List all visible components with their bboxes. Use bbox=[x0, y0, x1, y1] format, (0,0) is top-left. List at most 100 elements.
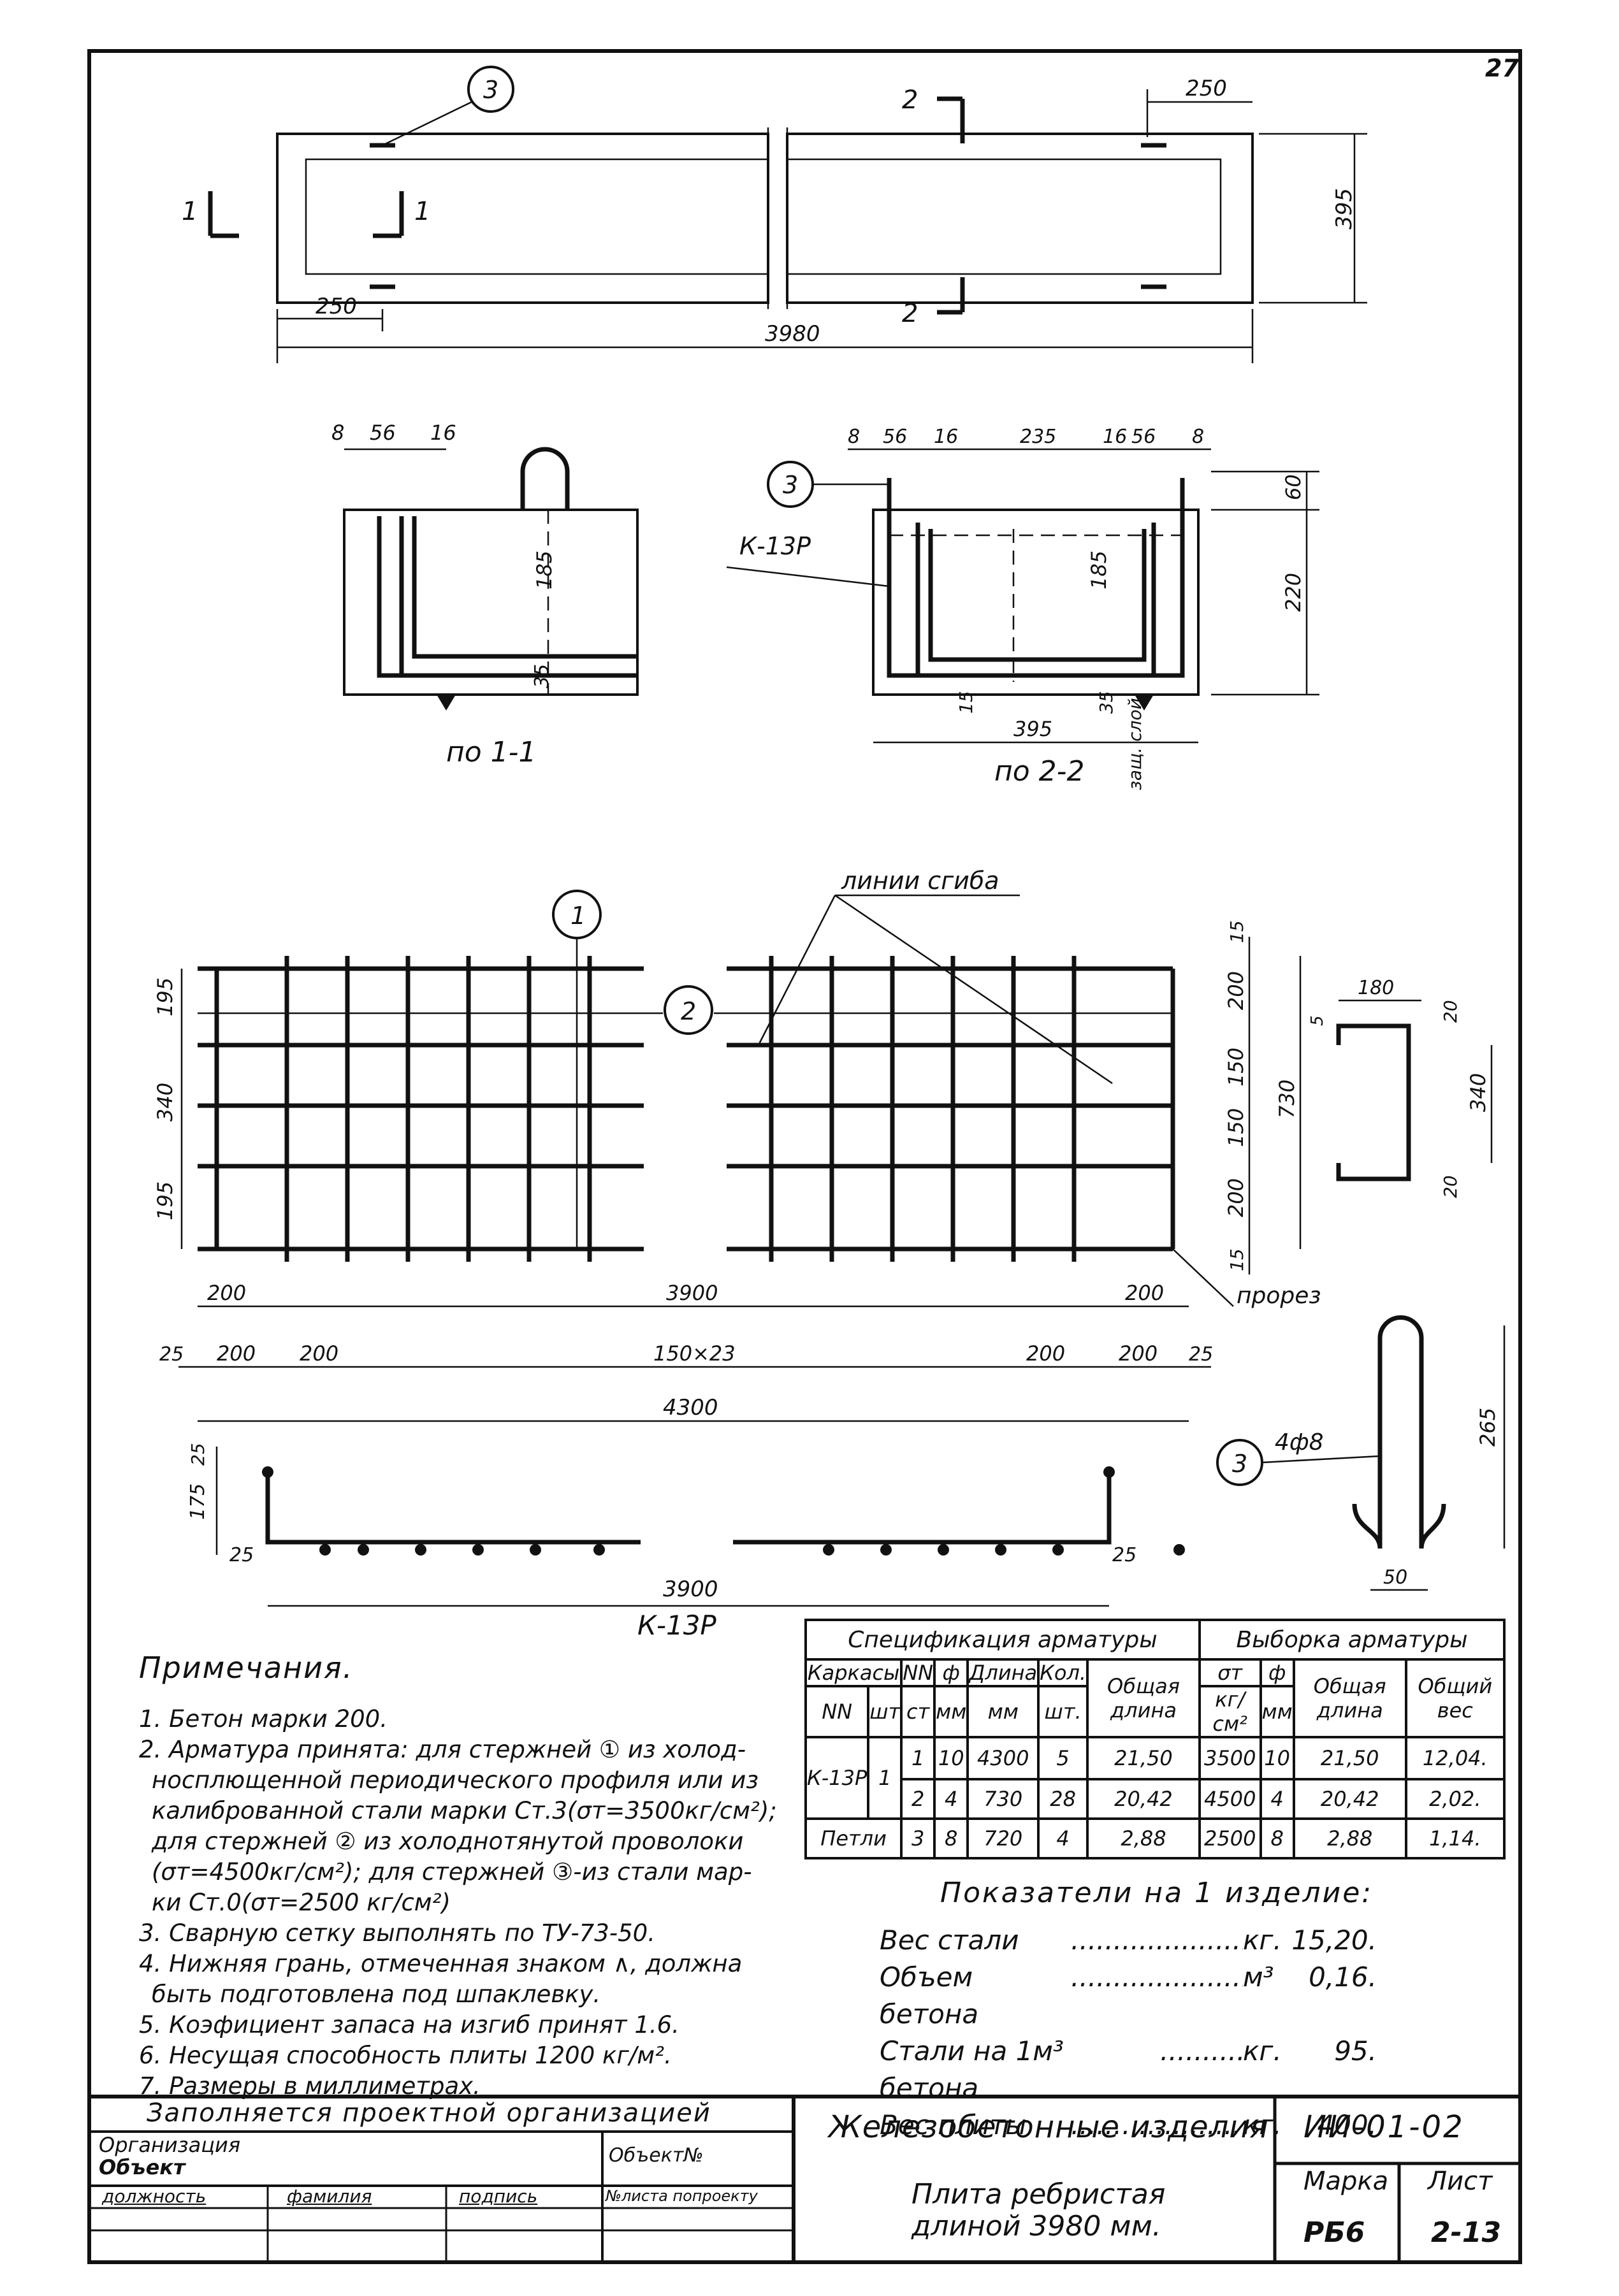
svg-text:25: 25 bbox=[1189, 1343, 1213, 1366]
title-block-lines bbox=[89, 2095, 1520, 2262]
frame-k13r: 25 175 25 25 3900 К-13Р bbox=[187, 1443, 1185, 1641]
note-line: для стержней ② из холоднотянутой проволо… bbox=[152, 1828, 744, 1855]
svg-text:200: 200 bbox=[1125, 1281, 1164, 1305]
col-sigma: σт bbox=[1198, 1658, 1262, 1687]
svg-text:340: 340 bbox=[153, 1083, 177, 1122]
col-total-weight: Общий вес bbox=[1404, 1658, 1506, 1738]
svg-text:200: 200 bbox=[217, 1341, 256, 1366]
svg-text:25: 25 bbox=[229, 1544, 254, 1566]
unit-pcs2: шт. bbox=[1037, 1685, 1089, 1738]
svg-text:25: 25 bbox=[187, 1443, 208, 1466]
svg-text:56: 56 bbox=[883, 426, 907, 448]
svg-text:340: 340 bbox=[1466, 1073, 1490, 1112]
svg-text:180: 180 bbox=[1358, 977, 1394, 999]
svg-text:15: 15 bbox=[955, 691, 976, 714]
dim-total-length: 3980 bbox=[765, 321, 820, 347]
svg-text:200: 200 bbox=[1119, 1341, 1158, 1366]
note-line: калиброванной стали марки Ст.3(σт=3500кг… bbox=[152, 1797, 777, 1824]
svg-text:25: 25 bbox=[1112, 1544, 1136, 1566]
svg-text:250: 250 bbox=[1186, 76, 1227, 101]
indicators-title: Показатели на 1 изделие: bbox=[940, 1877, 1374, 1909]
svg-text:175: 175 bbox=[187, 1484, 209, 1520]
svg-text:200: 200 bbox=[1224, 1178, 1248, 1217]
note-line: 7. Размеры в миллиметрах. bbox=[139, 2072, 481, 2100]
unit-pcs: шт bbox=[867, 1685, 903, 1738]
svg-text:20: 20 bbox=[1440, 1000, 1461, 1023]
notes-title: Примечания. bbox=[139, 1650, 354, 1685]
spec-table: Спецификация арматуры Выборка арматуры К… bbox=[804, 1619, 1506, 1859]
plan-rib-right bbox=[786, 158, 1222, 275]
svg-text:220: 220 bbox=[1281, 573, 1305, 612]
callout-3-plan bbox=[467, 66, 514, 113]
svg-text:185: 185 bbox=[532, 551, 556, 589]
svg-text:3900: 3900 bbox=[666, 1281, 718, 1305]
svg-text:1: 1 bbox=[182, 197, 198, 226]
indicator-row: Вес плиты..............................к… bbox=[880, 2109, 1377, 2141]
svg-text:56: 56 bbox=[1131, 426, 1156, 448]
selection-title: Выборка арматуры bbox=[1198, 1619, 1506, 1661]
section-1-1-caption: по 1-1 bbox=[446, 736, 537, 769]
col-total-len: Общая длина bbox=[1086, 1658, 1201, 1738]
col-phi2: ф bbox=[1259, 1658, 1295, 1687]
svg-text:195: 195 bbox=[153, 1181, 177, 1220]
svg-text:15: 15 bbox=[1226, 920, 1247, 943]
note-line: 2. Арматура принята: для стержней ① из х… bbox=[139, 1736, 746, 1763]
indicator-row: Объем бетона............................… bbox=[880, 1961, 1377, 2030]
notes: Примечания. 1. Бетон марки 200. 2. Армат… bbox=[139, 1650, 802, 2102]
svg-text:1: 1 bbox=[414, 197, 430, 226]
svg-text:1: 1 bbox=[570, 902, 586, 930]
note-line: быть подготовлена под шпаклевку. bbox=[152, 1981, 601, 2008]
sheet-number: 27 bbox=[1485, 54, 1519, 82]
svg-text:25: 25 bbox=[159, 1343, 184, 1366]
svg-text:3900: 3900 bbox=[663, 1577, 718, 1602]
svg-text:200: 200 bbox=[1026, 1341, 1065, 1366]
svg-text:395: 395 bbox=[1013, 717, 1052, 741]
svg-text:3: 3 bbox=[783, 471, 798, 499]
svg-text:2: 2 bbox=[902, 85, 918, 115]
svg-text:линии сгиба: линии сгиба bbox=[841, 867, 999, 895]
col-nn: NN bbox=[900, 1658, 936, 1687]
svg-text:195: 195 bbox=[153, 978, 177, 1016]
svg-text:730: 730 bbox=[1275, 1079, 1299, 1118]
svg-text:2: 2 bbox=[681, 997, 696, 1025]
note-line: 5. Коэфициент запаса на изгиб принят 1.6… bbox=[139, 2011, 679, 2039]
svg-text:5: 5 bbox=[1308, 1015, 1327, 1026]
svg-text:235: 235 bbox=[1020, 426, 1056, 448]
unit-nn: NN bbox=[804, 1685, 870, 1738]
svg-text:35: 35 bbox=[1096, 691, 1117, 714]
svg-text:16: 16 bbox=[934, 426, 958, 448]
svg-text:К-13Р: К-13Р bbox=[739, 532, 811, 560]
svg-text:16: 16 bbox=[430, 421, 456, 445]
note-line: 1. Бетон марки 200. bbox=[139, 1705, 388, 1733]
indicator-row: Стали на 1м³ бетона..............кг.95. bbox=[880, 2035, 1377, 2104]
plan-rib-left bbox=[305, 158, 769, 275]
svg-text:200: 200 bbox=[300, 1341, 338, 1366]
sheet-border bbox=[87, 49, 1522, 2264]
frame-label: К-13Р bbox=[637, 1610, 716, 1641]
col-phi: ф bbox=[933, 1658, 969, 1687]
col-frames: Каркасы bbox=[804, 1658, 903, 1687]
loop-bar-3: 3 4ф8 265 50 bbox=[1216, 1315, 1506, 1591]
col-length: Длина bbox=[966, 1658, 1040, 1687]
note-line: 4. Нижняя грань, отмеченная знаком ∧, до… bbox=[139, 1950, 743, 1977]
indicator-row: Вес стали..............................к… bbox=[880, 1924, 1377, 1956]
table-row: 2 4 730 28 20,42 4500 4 20,42 2,02. bbox=[806, 1778, 1506, 1820]
spec-title: Спецификация арматуры bbox=[804, 1619, 1201, 1661]
svg-text:8: 8 bbox=[331, 421, 344, 445]
indicators: Показатели на 1 изделие: Вес стали......… bbox=[880, 1877, 1453, 2144]
svg-text:56: 56 bbox=[370, 421, 396, 445]
section-1-1: 8 56 16 185 35 по 1-1 bbox=[331, 421, 639, 769]
note-line: носплющенной периодического профиля или … bbox=[152, 1766, 759, 1794]
svg-text:200: 200 bbox=[1224, 971, 1248, 1010]
section-2-2-caption: по 2-2 bbox=[994, 755, 1085, 788]
svg-text:185: 185 bbox=[1087, 551, 1111, 589]
svg-text:3: 3 bbox=[483, 76, 498, 104]
note-line: 3. Сварную сетку выполнять по ТУ-73-50. bbox=[139, 1919, 655, 1947]
svg-text:265: 265 bbox=[1476, 1408, 1500, 1447]
welded-mesh: линии сгиба 1 2 bbox=[153, 867, 1493, 1422]
svg-text:прорез: прорез bbox=[1237, 1283, 1321, 1309]
col-qty: Кол. bbox=[1037, 1658, 1089, 1687]
svg-text:защ. слой: защ. слой bbox=[1124, 698, 1145, 790]
svg-text:60: 60 bbox=[1281, 474, 1305, 500]
